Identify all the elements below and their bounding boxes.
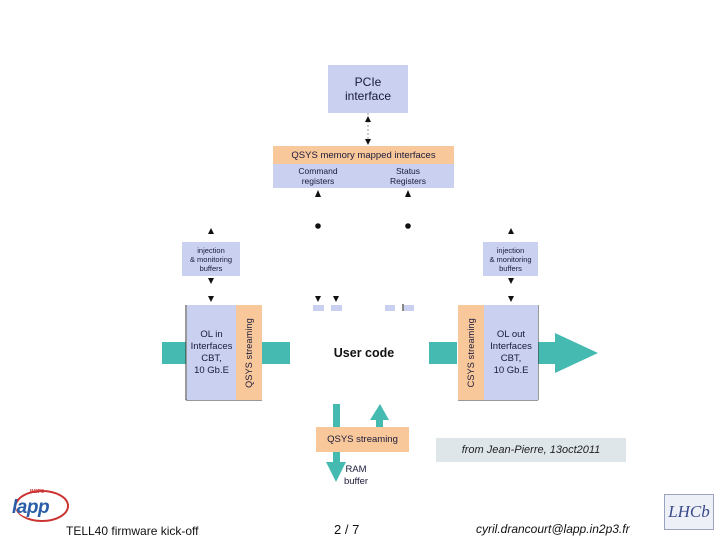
buffers-right-line1: injection	[496, 245, 525, 255]
lapp-logo: IN2P3 lapp	[8, 488, 70, 524]
user-code-label: User code	[318, 343, 410, 363]
left-buffer-arrows	[208, 228, 214, 302]
footer-email: cyril.drancourt@lapp.in2p3.fr	[476, 522, 630, 536]
qsys-mm-title: QSYS memory mapped interfaces	[291, 149, 436, 161]
lapp-logo-text: lapp	[12, 497, 50, 518]
buffers-left-line3: buffers	[199, 263, 223, 273]
ol-in-line2: Interfaces	[190, 340, 233, 352]
lhcb-logo: LHCb	[664, 494, 714, 530]
ram-line2: buffer	[343, 476, 369, 487]
lhcb-logo-text: LHCb	[668, 502, 710, 521]
register-arrows	[315, 190, 411, 229]
pcie-interface-box: PCIe interface	[328, 65, 408, 113]
ol-out-streaming-bar: CSYS streaming	[458, 305, 484, 400]
qsys-streaming-text: QSYS streaming	[327, 434, 398, 445]
page-number: 2 / 7	[334, 522, 359, 537]
right-buffer-arrows	[508, 228, 514, 302]
pcie-link-arrows	[365, 113, 371, 145]
qsys-mm-header: QSYS memory mapped interfaces	[273, 146, 454, 164]
ol-in-streaming-label: QSYS streaming	[244, 317, 254, 388]
qsys-mm-registers	[273, 164, 454, 188]
footer-email-text: cyril.drancourt@lapp.in2p3.fr	[476, 522, 630, 536]
pcie-line1: PCIe	[354, 75, 382, 89]
command-registers: Command registers	[283, 165, 353, 187]
ol-in-streaming-bar: QSYS streaming	[236, 305, 262, 400]
ol-in-line4: 10 Gb.E	[194, 364, 229, 376]
ol-in-line3: CBT,	[201, 352, 222, 364]
injection-buffers-left: injection & monitoring buffers	[182, 242, 240, 276]
ol-out-line1: OL out	[496, 328, 526, 340]
user-code-top-arrows	[313, 296, 414, 311]
buffers-left-line1: injection	[197, 245, 225, 255]
footer-title: TELL40 firmware kick-off	[66, 524, 199, 538]
ram-buffer-label: RAM buffer	[336, 463, 376, 489]
injection-buffers-right: injection & monitoring buffers	[483, 242, 538, 276]
status-line2: Registers	[390, 176, 426, 186]
buffers-left-line2: & monitoring	[189, 254, 233, 264]
status-registers: Status Registers	[373, 165, 443, 187]
footer-title-text: TELL40 firmware kick-off	[66, 524, 199, 538]
buffers-right-line3: buffers	[499, 263, 522, 273]
ol-in-interfaces: OL in Interfaces CBT, 10 Gb.E	[187, 305, 236, 400]
qsys-streaming-box: QSYS streaming	[316, 427, 409, 452]
ol-out-line2: Interfaces	[490, 340, 532, 352]
source-credit: from Jean-Pierre, 13oct2011	[436, 438, 626, 462]
buffers-right-line2: & monitoring	[489, 254, 532, 264]
ol-out-streaming-label: CSYS streaming	[466, 317, 476, 388]
user-code-text: User code	[333, 346, 395, 360]
command-line1: Command	[298, 166, 338, 176]
command-line2: registers	[301, 176, 335, 186]
ol-box-borders	[185, 305, 539, 401]
ol-out-line3: CBT,	[500, 352, 522, 364]
lapp-logo-small: IN2P3	[30, 489, 44, 495]
ram-line1: RAM	[345, 464, 367, 475]
ol-out-interfaces: OL out Interfaces CBT, 10 Gb.E	[484, 305, 538, 400]
ol-in-line1: OL in	[200, 328, 223, 340]
status-line1: Status	[395, 166, 421, 176]
pcie-line2: interface	[344, 89, 392, 103]
source-credit-text: from Jean-Pierre, 13oct2011	[461, 444, 601, 456]
page-number-text: 2 / 7	[334, 522, 360, 537]
ol-out-line4: 10 Gb.E	[493, 364, 529, 376]
